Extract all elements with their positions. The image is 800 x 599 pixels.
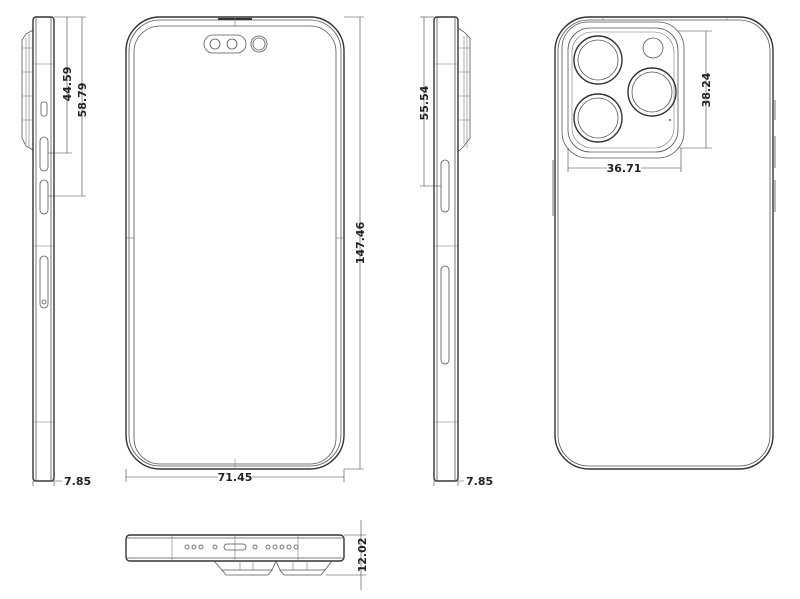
left-side-view: 44.59 58.79 7.85 [21,16,91,488]
bottom-view: 12.02 [125,520,369,590]
dim-7-85-left: 7.85 [64,475,91,488]
dim-58-79: 58.79 [76,83,89,118]
front-view: 147.46 71.45 [125,16,367,484]
dim-38-24: 38.24 [700,72,713,107]
back-view: 38.24 36.71 [552,16,776,470]
dim-7-85-right: 7.85 [466,475,493,488]
dim-71-45: 71.45 [218,471,253,484]
right-side-view: 55.54 7.85 [418,16,493,488]
dim-147-46: 147.46 [354,221,367,264]
dim-12-02: 12.02 [356,538,369,573]
dim-55-54: 55.54 [418,85,431,120]
dim-36-71: 36.71 [607,162,642,175]
dim-44-59: 44.59 [61,67,74,102]
